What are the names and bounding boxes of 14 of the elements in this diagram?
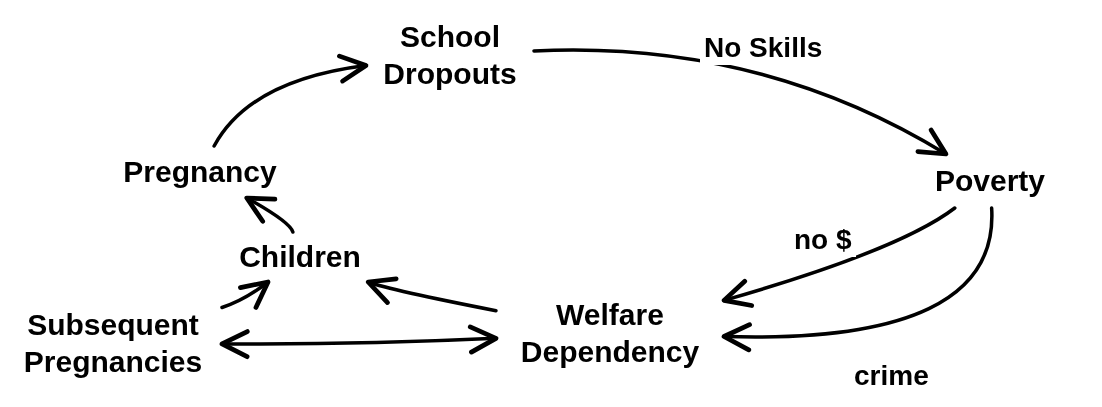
node-label: Welfare Dependency: [519, 296, 701, 370]
arrow: [212, 54, 369, 148]
arrow: [244, 195, 295, 234]
arrow: [721, 206, 957, 308]
node-label: Poverty: [934, 163, 1046, 200]
node-label: Children: [239, 239, 361, 276]
node-label: School Dropouts: [382, 18, 518, 92]
arrow: [365, 275, 498, 313]
arrow: [532, 48, 949, 157]
arrow: [219, 324, 499, 359]
arrow: [721, 206, 994, 352]
node-label: Pregnancy: [123, 154, 277, 191]
arrow: [220, 279, 271, 310]
node-label: Subsequent Pregnancies: [22, 306, 204, 380]
